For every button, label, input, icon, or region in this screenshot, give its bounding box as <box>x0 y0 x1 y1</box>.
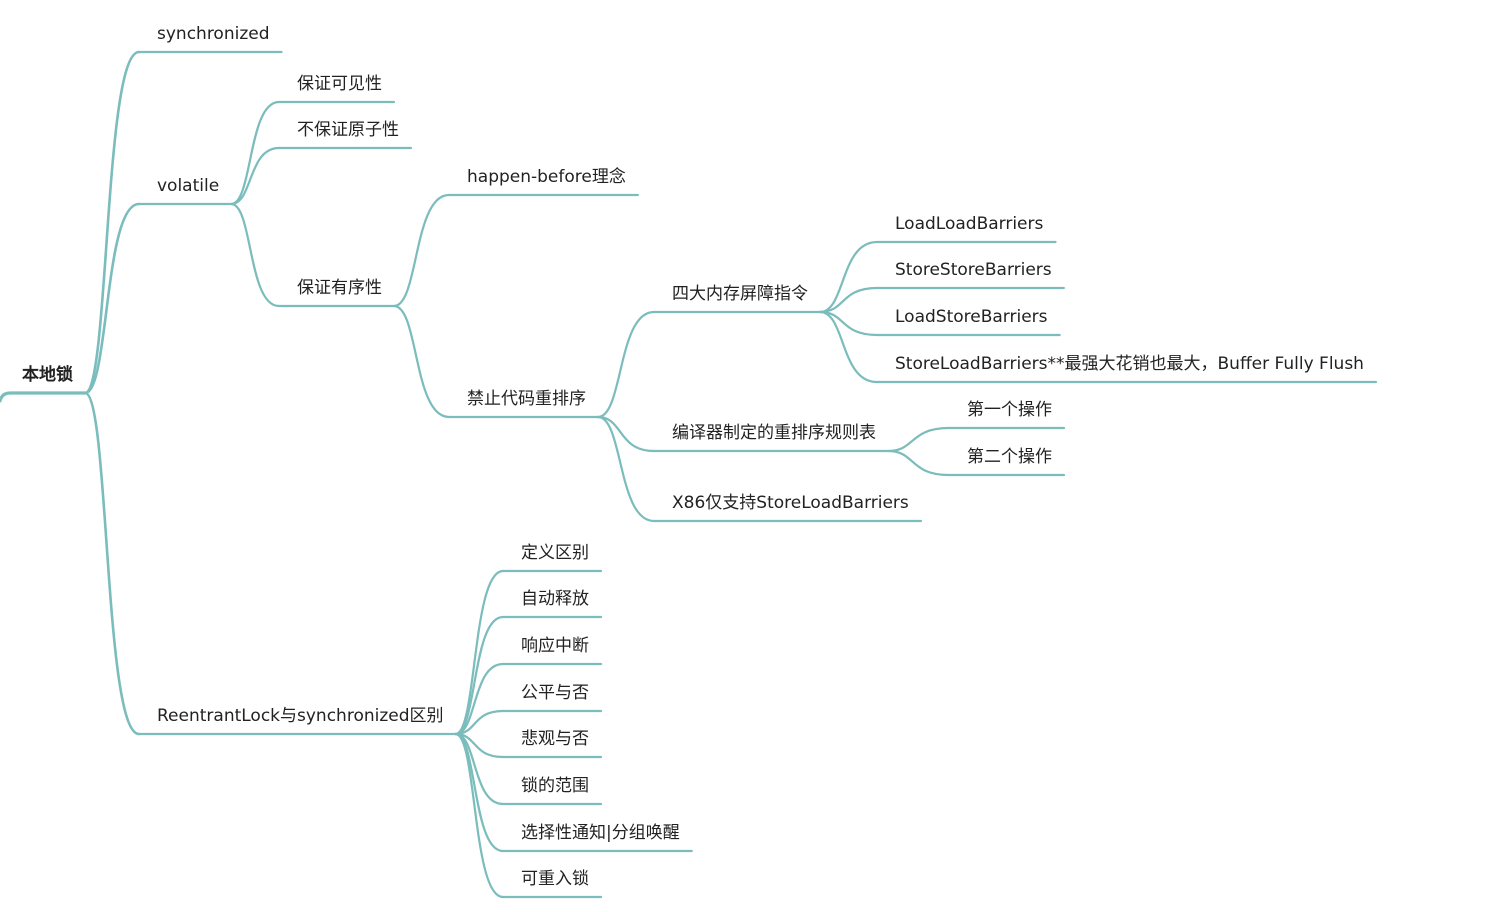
node-ordering[interactable]: 保证有序性 <box>297 278 382 298</box>
connector-n2_3_2_2_2 <box>886 449 951 477</box>
connector-n3_2 <box>454 615 505 736</box>
connector-n2_3_2_3 <box>596 415 656 523</box>
node-loadload[interactable]: LoadLoadBarriers <box>895 214 1043 234</box>
node-volatile[interactable]: volatile <box>157 176 219 196</box>
node-pessimism[interactable]: 悲观与否 <box>521 729 589 749</box>
connector-n2_3_2_2 <box>596 415 656 453</box>
node-happen-before[interactable]: happen-before理念 <box>467 166 626 187</box>
connector-n3_1 <box>454 569 505 736</box>
connector-n2_3_2_1_3 <box>818 310 879 337</box>
connector-n2_3_2_2_1 <box>886 426 951 453</box>
node-reorder-rules[interactable]: 编译器制定的重排序规则表 <box>672 423 876 443</box>
node-definition[interactable]: 定义区别 <box>521 543 589 563</box>
node-storeload[interactable]: StoreLoadBarriers**最强大花销也最大，Buffer Fully… <box>895 354 1364 374</box>
node-reentrant[interactable]: 可重入锁 <box>521 869 589 889</box>
node-synchronized[interactable]: synchronized <box>157 24 270 44</box>
connector-n3_4 <box>454 709 505 736</box>
node-fairness[interactable]: 公平与否 <box>521 683 589 703</box>
node-second-op[interactable]: 第二个操作 <box>967 447 1052 467</box>
connector-n1 <box>83 50 141 395</box>
node-no-reordering[interactable]: 禁止代码重排序 <box>467 389 586 409</box>
connector-n2_3_2_1_1 <box>818 240 879 314</box>
connector-n2_1 <box>230 100 281 206</box>
node-first-op[interactable]: 第一个操作 <box>967 400 1052 420</box>
connector-n2_3_1 <box>392 193 451 308</box>
node-reentrantlock-vs-sync[interactable]: ReentrantLock与synchronized区别 <box>157 706 444 726</box>
connector-n3_8 <box>454 732 505 899</box>
underline-root <box>0 391 87 403</box>
connector-n2_3 <box>230 202 281 308</box>
connector-n2_3_2 <box>392 304 451 419</box>
node-memory-barriers[interactable]: 四大内存屏障指令 <box>672 284 808 304</box>
node-loadstore[interactable]: LoadStoreBarriers <box>895 307 1048 327</box>
connector-n2_3_2_1 <box>596 310 656 419</box>
connector-n2 <box>83 202 141 395</box>
connector-n2_3_2_1_2 <box>818 286 879 314</box>
node-visibility[interactable]: 保证可见性 <box>297 74 382 94</box>
node-storestore[interactable]: StoreStoreBarriers <box>895 260 1052 280</box>
node-x86[interactable]: X86仅支持StoreLoadBarriers <box>672 493 909 513</box>
connector-n2_3_2_1_4 <box>818 310 879 384</box>
mindmap-connectors <box>83 50 951 899</box>
node-root[interactable]: 本地锁 <box>22 364 73 385</box>
node-no-atomicity[interactable]: 不保证原子性 <box>297 120 399 140</box>
mindmap-underlines <box>0 50 1378 899</box>
connector-n2_2 <box>230 146 281 206</box>
node-auto-release[interactable]: 自动释放 <box>521 589 589 609</box>
connector-n3_3 <box>454 662 505 736</box>
node-lock-scope[interactable]: 锁的范围 <box>521 776 589 796</box>
node-interrupt[interactable]: 响应中断 <box>521 636 589 656</box>
connector-n3 <box>83 391 141 736</box>
node-selective-notify[interactable]: 选择性通知|分组唤醒 <box>521 823 680 843</box>
